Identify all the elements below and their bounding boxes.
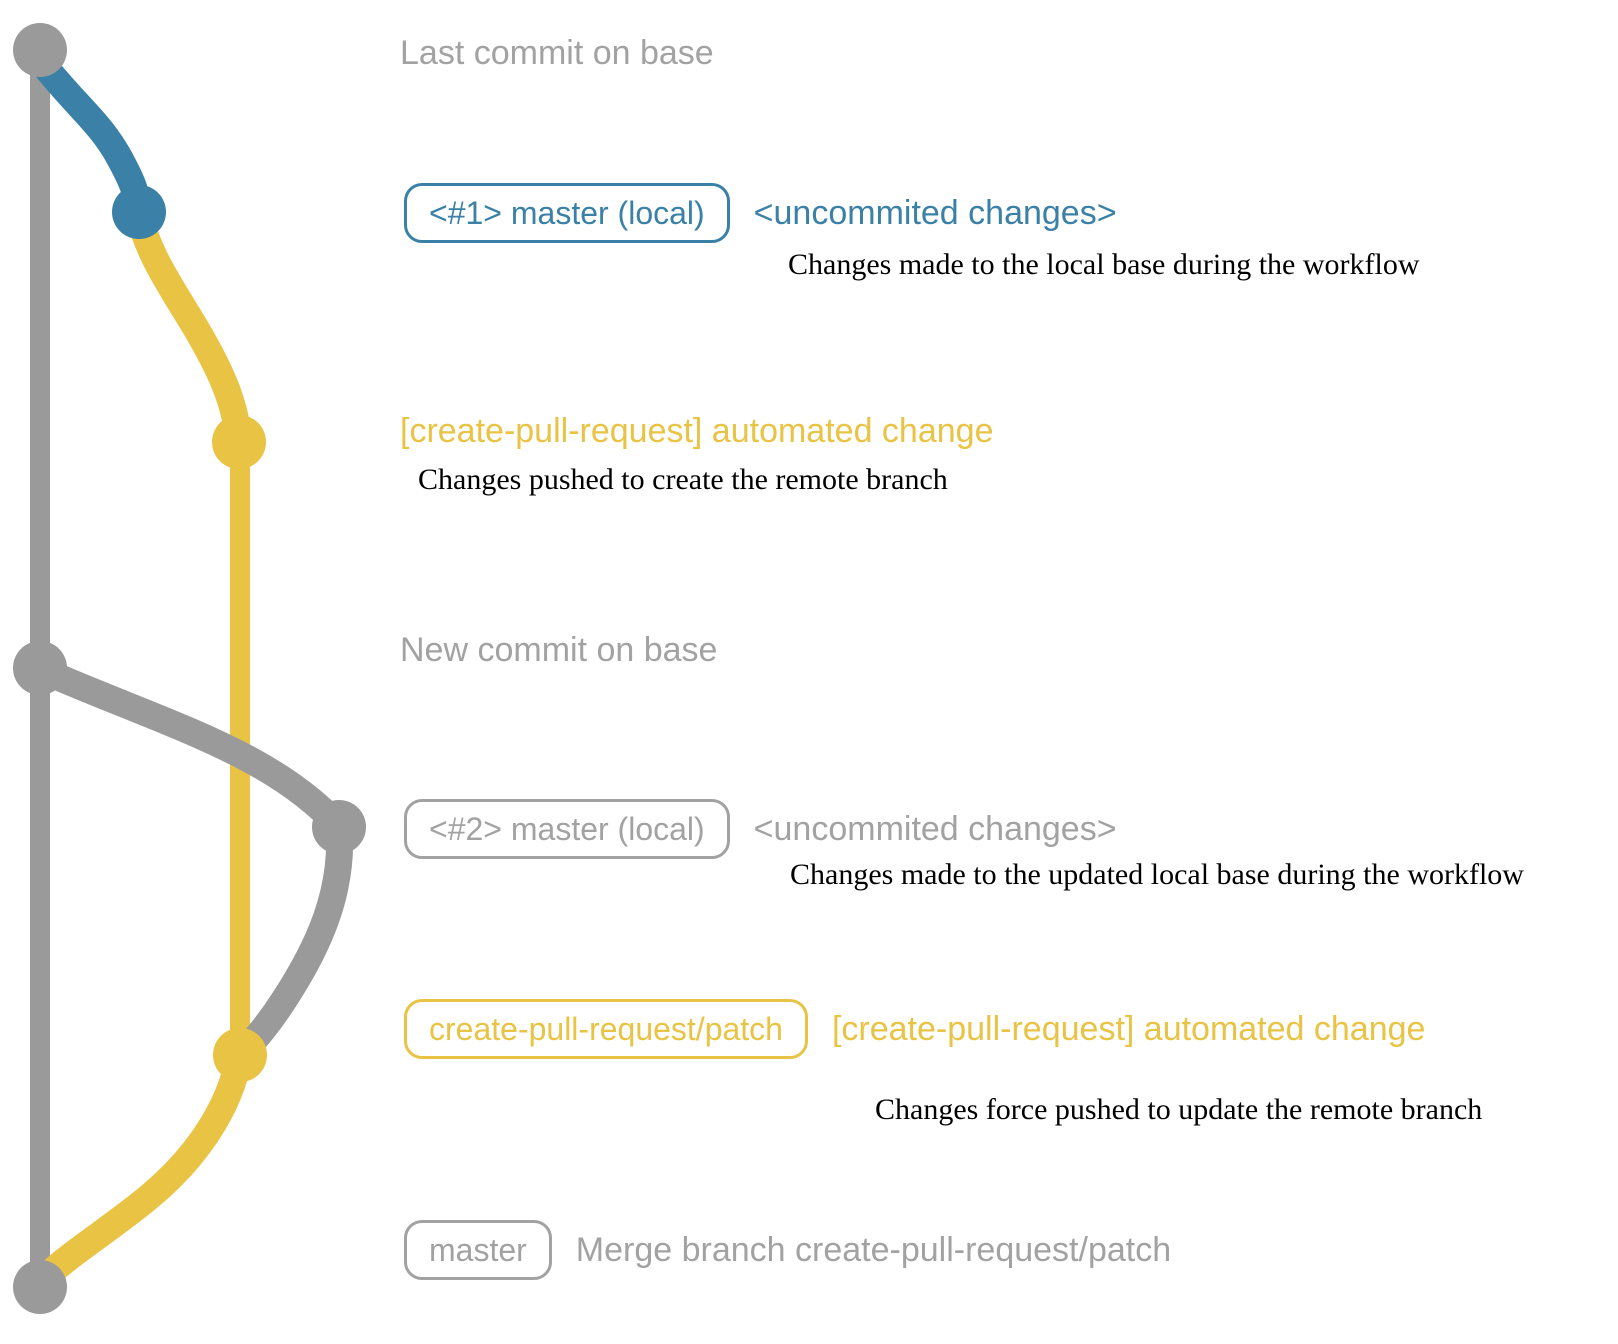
commit-message-last-base: Last commit on base — [400, 34, 714, 72]
commit-row-merge: master Merge branch create-pull-request/… — [404, 1220, 1171, 1280]
commit-message-new-base: New commit on base — [400, 631, 718, 669]
patch-branch-curve-1 — [125, 198, 253, 456]
commit-node-local-2 — [312, 800, 366, 854]
commit-graph — [13, 23, 366, 1314]
commit-message-patch-1: [create-pull-request] automated change — [400, 412, 994, 450]
branch-badge-patch: create-pull-request/patch — [404, 999, 808, 1059]
commit-row-local-2: <#2> master (local) <uncommited changes> — [404, 799, 1117, 859]
commit-message-local-1: <uncommited changes> — [753, 193, 1117, 232]
commit-row-patch-2: create-pull-request/patch [create-pull-r… — [404, 999, 1425, 1059]
commit-node-last-base — [13, 23, 67, 77]
commit-node-merge — [13, 1260, 67, 1314]
commit-note-local-2: Changes made to the updated local base d… — [790, 858, 1524, 891]
local-branch-curve-1 — [26, 46, 153, 226]
commit-row-local-1: <#1> master (local) <uncommited changes> — [404, 183, 1117, 243]
branch-badge-master-local-2: <#2> master (local) — [404, 799, 730, 859]
commit-note-patch-2: Changes force pushed to update the remot… — [875, 1093, 1483, 1126]
commit-message-local-2: <uncommited changes> — [753, 809, 1117, 848]
commit-node-patch-1 — [212, 415, 266, 469]
commit-note-patch-1: Changes pushed to create the remote bran… — [418, 463, 948, 496]
local-merge-curve — [228, 813, 354, 1067]
commit-message-patch-2: [create-pull-request] automated change — [831, 1009, 1426, 1048]
local-branch-curve-2 — [30, 657, 353, 841]
commit-node-new-base — [13, 641, 67, 695]
branch-badge-master-local-1: <#1> master (local) — [404, 183, 730, 243]
commit-node-patch-2 — [213, 1028, 267, 1082]
patch-merge-curve — [27, 1043, 253, 1297]
commit-node-local-1 — [112, 185, 166, 239]
commit-message-merge: Merge branch create-pull-request/patch — [575, 1230, 1172, 1269]
commit-note-local-1: Changes made to the local base during th… — [788, 248, 1420, 281]
branch-badge-master: master — [404, 1220, 552, 1280]
